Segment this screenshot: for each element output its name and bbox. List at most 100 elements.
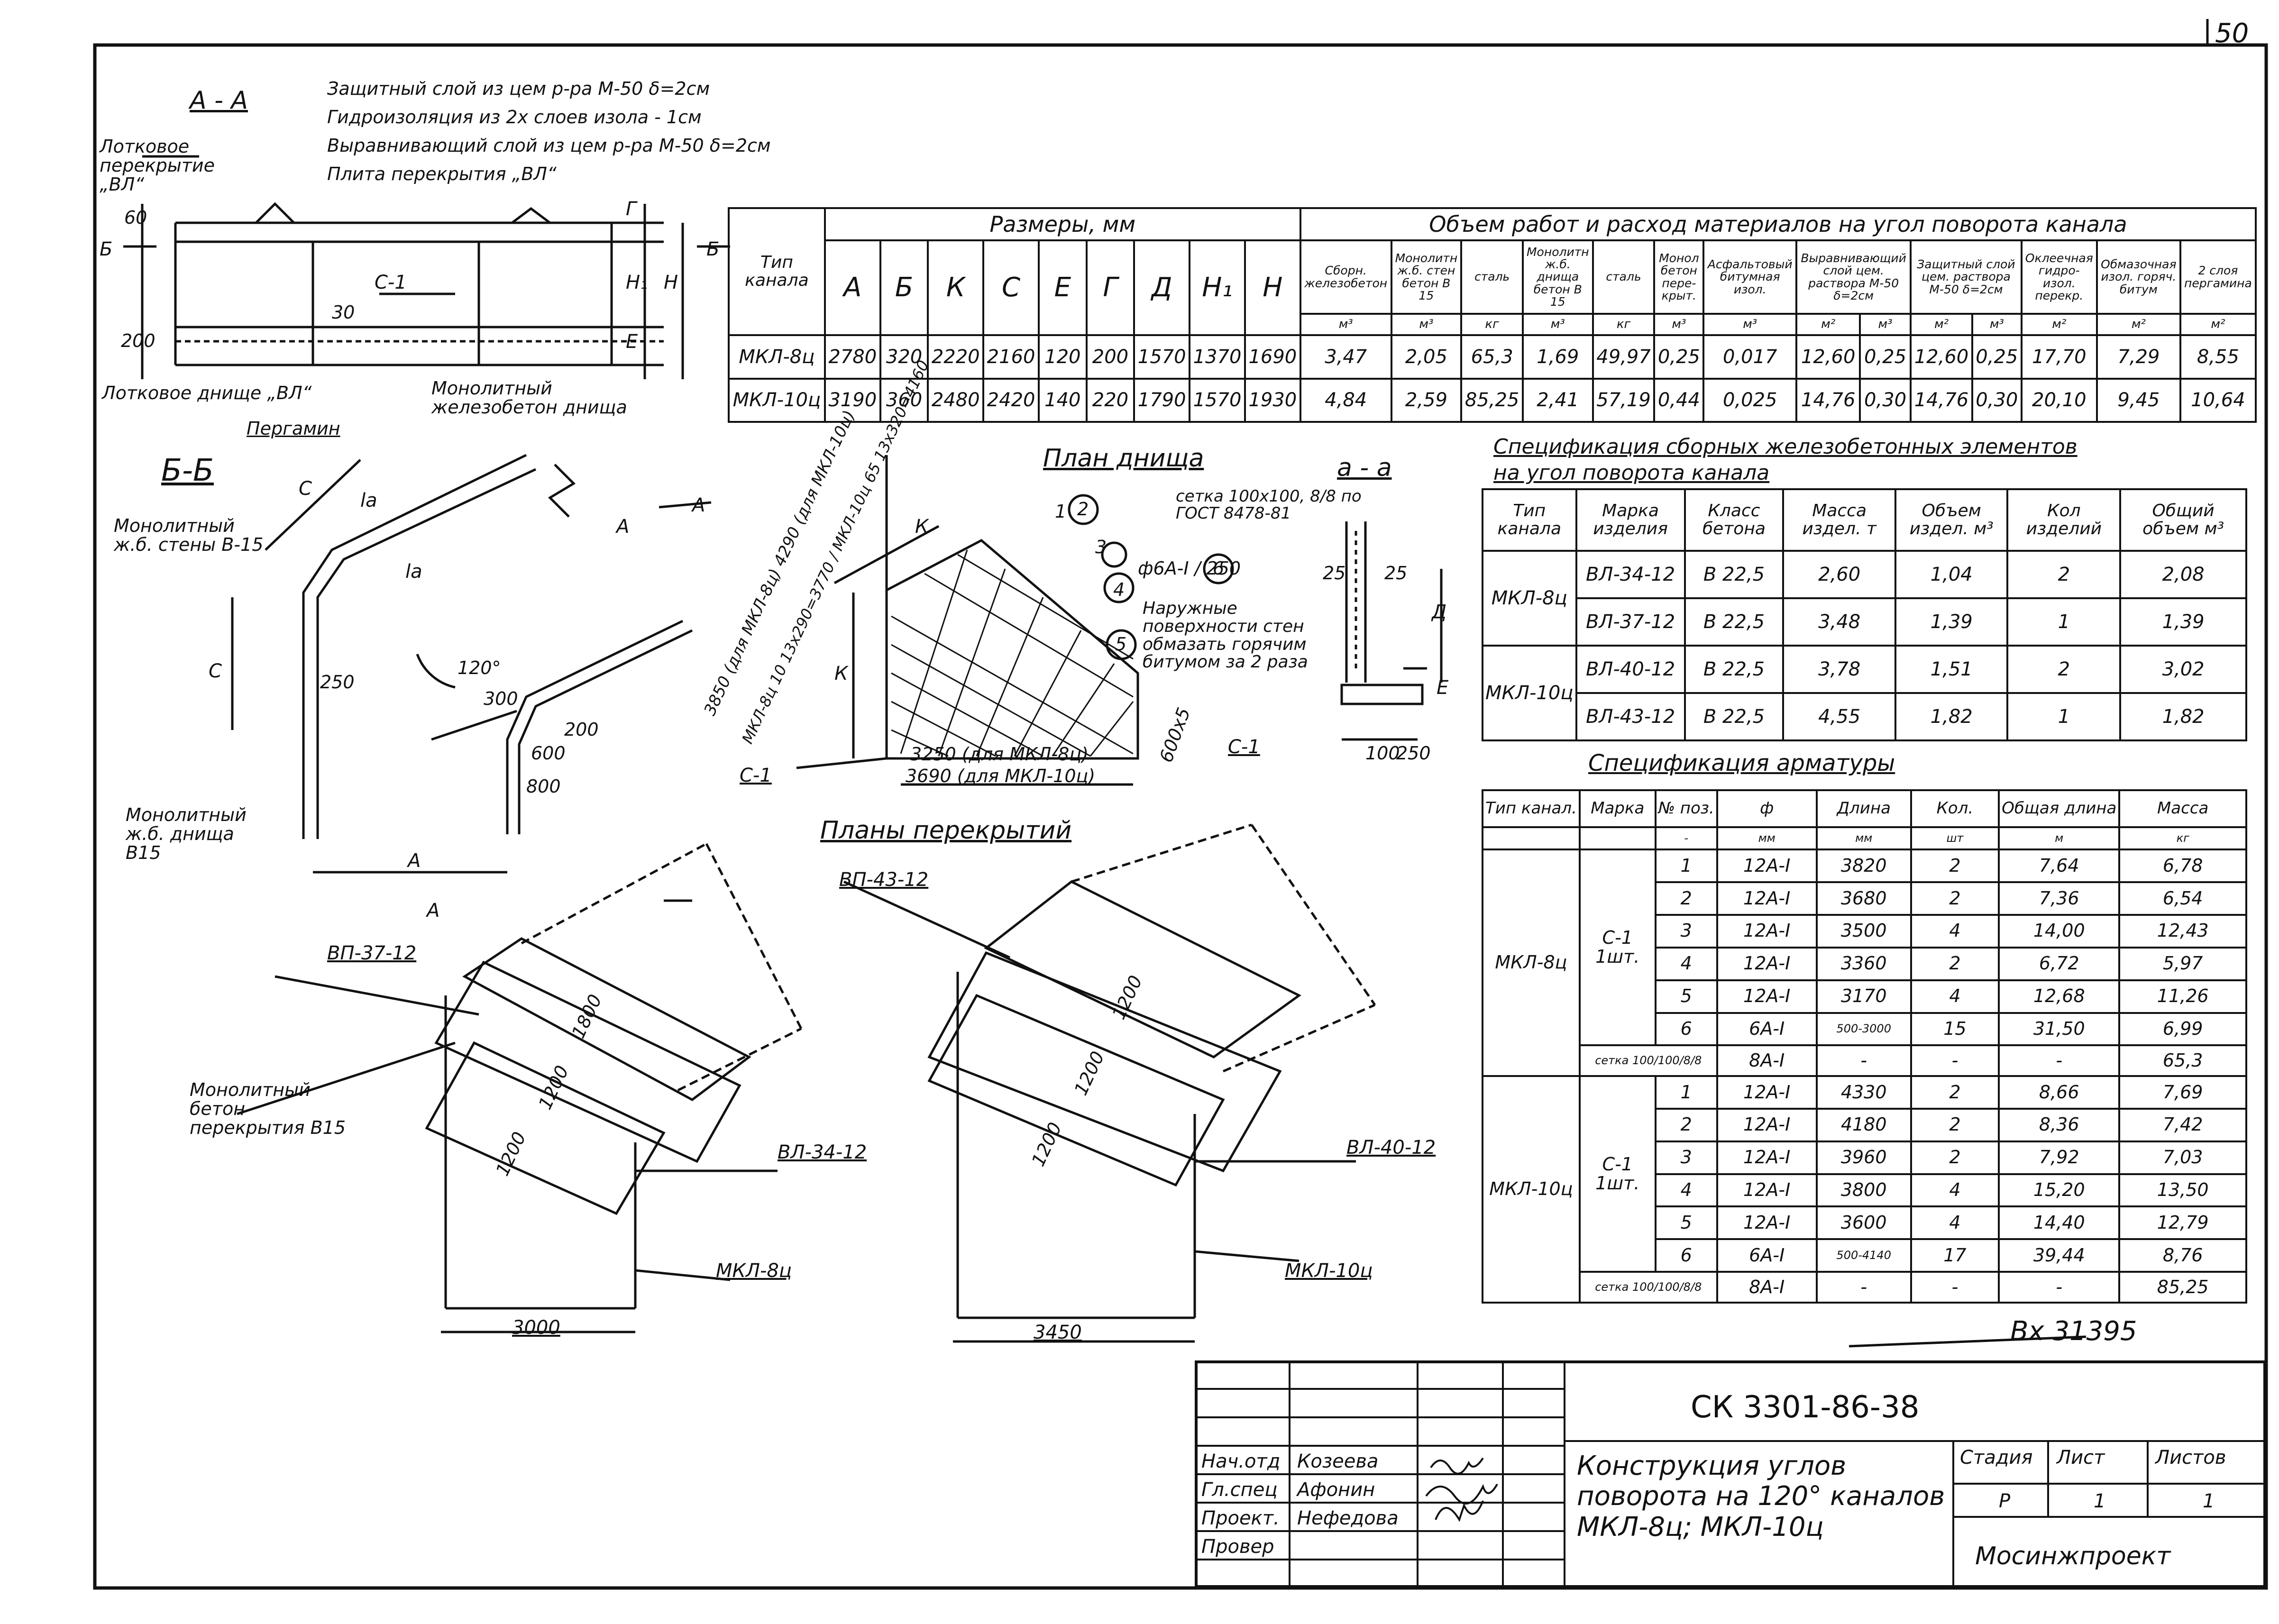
plan-bottom-dims-bottom2: 3690 (для МКЛ-10ц): [906, 766, 1096, 786]
vol-row-type: МКЛ-8ц: [728, 334, 826, 380]
size-col-g: Г: [1085, 239, 1135, 337]
vol-unit: м²: [1795, 312, 1861, 337]
table-row: МКЛ-10ц ВЛ-40-12 В 22,5 3,78 1,51 2 3,02: [1482, 645, 2247, 741]
rebar-unit: шт: [1910, 826, 2000, 851]
plan-bottom-dims-bottom: 3250 (для МКЛ-8ц): [910, 744, 1089, 765]
table-row: 5 12А-I 3170 4 12,68 11,26: [1483, 979, 2247, 1014]
rebar-col-type: Тип канал.: [1482, 789, 1581, 829]
stamp-sheet-label: Лист: [2057, 1447, 2105, 1469]
stamp-title: Конструкция углов поворота на 120° канал…: [1577, 1451, 1945, 1542]
stamp-sheet: 1: [2094, 1490, 2106, 1512]
cover-left-width: 3000: [512, 1317, 560, 1339]
cover-right-label-mkl10: МКЛ-10ц: [1285, 1260, 1373, 1282]
a-small-label-c1: С-1: [1228, 736, 1260, 758]
vol-col-glued-waterproof: Оклеечная гидро-изол. перекр.: [2020, 239, 2098, 315]
aa-layer-1: Защитный слой из цем р-ра М-50 δ=2см: [327, 78, 710, 99]
cover-left-label-vp37: ВП-37-12: [327, 942, 417, 964]
vol-cell: 1570: [1189, 377, 1246, 423]
vol-col-pergamin: 2 слоя пергамина: [2179, 239, 2257, 315]
vol-cell: 0,025: [1702, 377, 1798, 423]
pos-3: 3: [1095, 537, 1107, 557]
prefab-mass: 3,48: [1782, 597, 1896, 647]
rebar-mass: 8,76: [2118, 1238, 2247, 1273]
rebar-col-length: Длина: [1815, 789, 1912, 829]
rebar-length: 3170: [1815, 979, 1912, 1014]
stamp-name: Нефедова: [1297, 1507, 1399, 1529]
vol-unit: кг: [1460, 312, 1524, 337]
prefab-class: В 22,5: [1684, 645, 1785, 694]
rebar-length: 3800: [1815, 1173, 1912, 1208]
plan-bottom-dim-k-top: К: [915, 516, 929, 538]
rebar-length: 500-4140: [1815, 1238, 1912, 1273]
prefab-volume: 1,51: [1894, 645, 2009, 694]
rebar-length: 3360: [1815, 946, 1912, 981]
rebar-length: 3600: [1815, 1205, 1912, 1241]
rebar-pos: 1: [1654, 848, 1718, 884]
rebar-table-title: Спецификация арматуры: [1588, 750, 1895, 776]
section-a-small-title: а - а: [1337, 454, 1392, 482]
rebar-mesh-mark: сетка 100/100/8/8: [1578, 1271, 1718, 1304]
section-bb-title: Б-Б: [161, 453, 214, 488]
rebar-d: 12А-I: [1716, 881, 1818, 916]
rebar-pos: 2: [1654, 881, 1718, 916]
table-row: 2 12А-I 4180 2 8,36 7,42: [1483, 1107, 2247, 1142]
rebar-d: 6А-I: [1716, 1012, 1818, 1047]
plan-bottom-dim-k-left: К: [834, 663, 848, 684]
rebar-length: 3680: [1815, 881, 1912, 916]
vol-cell: 2220: [927, 334, 985, 380]
cover-right-width: 3450: [1034, 1322, 1082, 1343]
size-col-e: Е: [1038, 239, 1088, 337]
rebar-col-mass: Масса: [2118, 789, 2247, 829]
stamp-name: Афонин: [1297, 1479, 1375, 1501]
pos-6: 6: [1213, 558, 1225, 579]
vol-cell: 57,19: [1592, 377, 1656, 423]
stamp-sheets: 1: [2203, 1490, 2215, 1512]
prefab-class: В 22,5: [1684, 597, 1785, 647]
vol-col-bottom-steel: сталь: [1592, 239, 1656, 315]
aa-dim-30: 30: [332, 302, 355, 323]
size-col-h: Н: [1244, 239, 1301, 337]
vol-cell: 120: [1038, 334, 1088, 380]
size-col-b: Б: [879, 239, 929, 337]
bb-cut-mark-bottom: А: [427, 900, 440, 921]
rebar-total-length: 8,36: [1998, 1107, 2121, 1142]
rebar-pos: 3: [1654, 1140, 1718, 1175]
vol-cell: 2780: [824, 334, 881, 380]
rebar-mass: 12,43: [2118, 913, 2247, 949]
rebar-length: 4330: [1815, 1075, 1912, 1110]
rebar-mesh-d: 8А-I: [1716, 1044, 1818, 1077]
a-small-dim-d: Д: [1432, 601, 1447, 623]
prefab-type: МКЛ-10ц: [1482, 645, 1577, 741]
cover-right-label-vl40: ВЛ-40-12: [1346, 1137, 1436, 1159]
prefab-mark: ВЛ-34-12: [1575, 550, 1686, 599]
prefab-mark: ВЛ-40-12: [1575, 645, 1686, 694]
rebar-total-length: 7,36: [1998, 881, 2121, 916]
vol-cell: 20,10: [2020, 377, 2098, 423]
vol-cell: 1690: [1244, 334, 1301, 380]
rebar-mass: 6,99: [2118, 1012, 2247, 1047]
vol-cell: 0,25: [1859, 334, 1912, 380]
vol-unit: м³: [1299, 312, 1392, 337]
rebar-total-length: 39,44: [1998, 1238, 2121, 1273]
rebar-length: 3500: [1815, 913, 1912, 949]
rebar-mesh-d: 8А-I: [1716, 1271, 1818, 1304]
prefab-total: 1,39: [2119, 597, 2247, 647]
rebar-col-total-length: Общая длина: [1998, 789, 2121, 829]
vol-cell: 200: [1085, 334, 1135, 380]
vol-col-wall-steel: сталь: [1460, 239, 1524, 315]
rebar-d: 12А-I: [1716, 1173, 1818, 1208]
vol-cell: 0,017: [1702, 334, 1798, 380]
table-row: ВЛ-37-12 В 22,5 3,48 1,39 1 1,39: [1483, 597, 2247, 647]
rebar-qty: 2: [1910, 946, 2000, 981]
table-row: МКЛ-8ц ВЛ-34-12 В 22,5 2,60 1,04 2 2,08: [1482, 550, 2247, 647]
section-aa-drawing: [123, 155, 730, 379]
vol-cell: 2,41: [1522, 377, 1594, 423]
table-row: 6 6А-I 500-4140 17 39,44 8,76: [1483, 1238, 2247, 1273]
rebar-mass: 7,03: [2118, 1140, 2247, 1175]
prefab-qty: 1: [2006, 597, 2122, 647]
table-row: МКЛ-10ц 3190 360 2480 2420 140 220 1790 …: [728, 377, 2257, 423]
rebar-unit: кг: [2118, 826, 2247, 851]
table-row: сетка 100/100/8/8 8А-I - - - 85,25: [1483, 1271, 2247, 1304]
bb-dim-la-2: lа: [405, 561, 422, 583]
